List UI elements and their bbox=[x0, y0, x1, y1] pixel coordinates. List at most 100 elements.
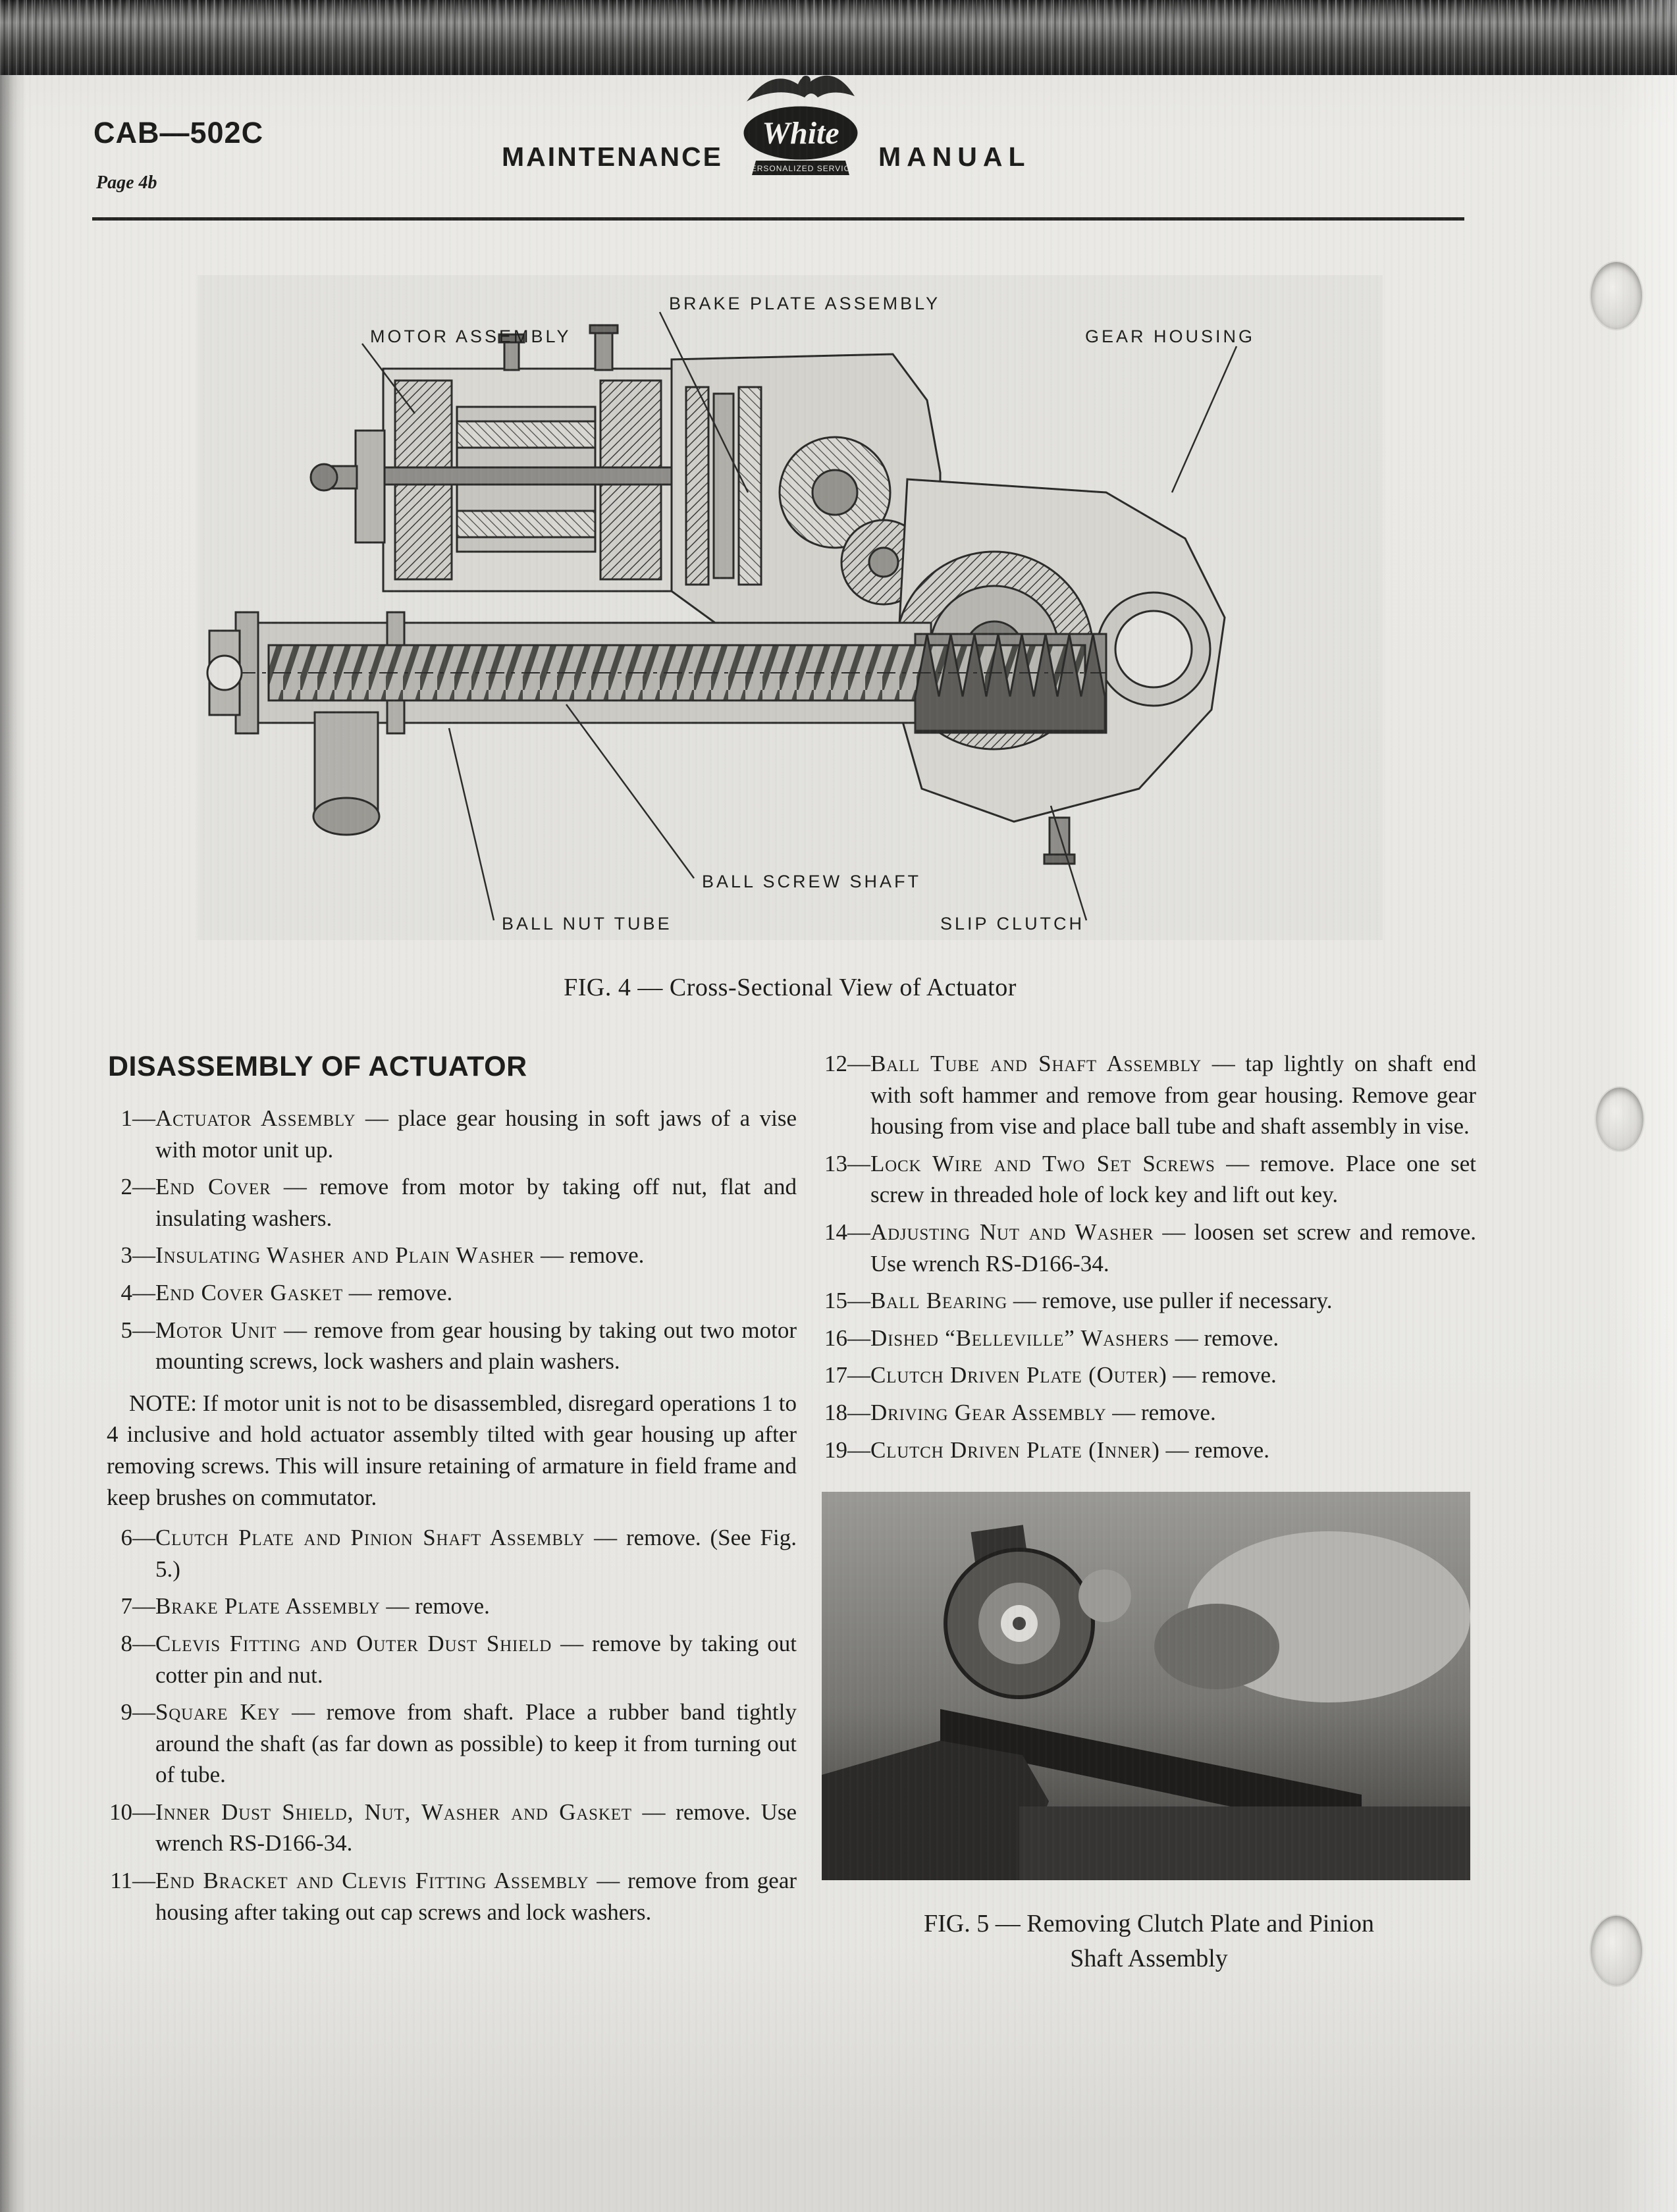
fig4-callout-motor: MOTOR ASSEMBLY bbox=[370, 327, 572, 346]
list-item-18: 18—Driving Gear Assembly — remove. bbox=[822, 1397, 1476, 1429]
item-term: Lock Wire and Two Set Screws bbox=[870, 1150, 1215, 1176]
item-text: — remove. bbox=[348, 1279, 453, 1305]
item-number: 17— bbox=[824, 1362, 870, 1388]
logo-tagline-text: PERSONALIZED SERVICE bbox=[745, 164, 857, 173]
body-columns: DISASSEMBLY OF ACTUATOR 1—Actuator Assem… bbox=[107, 1048, 1476, 1977]
item-number: 11— bbox=[110, 1868, 155, 1894]
list-item-12: 12—Ball Tube and Shaft Assembly — tap li… bbox=[822, 1048, 1476, 1142]
scan-artifact-bottom bbox=[0, 0, 1677, 75]
list-item-1: 1—Actuator Assembly — place gear housing… bbox=[107, 1103, 797, 1165]
list-item-15: 15—Ball Bearing — remove, use puller if … bbox=[822, 1285, 1476, 1317]
fig4-callout-ball-nut-tube: BALL NUT TUBE bbox=[502, 914, 672, 934]
list-item-11: 11—End Bracket and Clevis Fitting Assemb… bbox=[107, 1865, 797, 1928]
item-term: Clevis Fitting and Outer Dust Shield bbox=[155, 1630, 552, 1656]
item-term: Actuator Assembly bbox=[155, 1105, 356, 1131]
ball-nut-tube-drawing bbox=[206, 611, 1107, 836]
header-rule bbox=[92, 217, 1464, 221]
list-item-8: 8—Clevis Fitting and Outer Dust Shield —… bbox=[107, 1628, 797, 1691]
figure-5 bbox=[822, 1492, 1470, 1881]
item-term: Clutch Driven Plate (Outer) bbox=[870, 1362, 1167, 1388]
item-text: — remove by taking out cotter pin and nu… bbox=[155, 1630, 797, 1688]
left-column: DISASSEMBLY OF ACTUATOR 1—Actuator Assem… bbox=[107, 1048, 797, 1977]
item-term: Brake Plate Assembly bbox=[155, 1593, 381, 1620]
list-item-7: 7—Brake Plate Assembly — remove. bbox=[107, 1591, 797, 1622]
eagle-icon bbox=[746, 75, 855, 101]
item-number: 5— bbox=[120, 1317, 156, 1343]
item-number: 13— bbox=[824, 1150, 870, 1176]
item-term: Clutch Plate and Pinion Shaft Assembly bbox=[155, 1525, 585, 1551]
item-term: End Cover bbox=[155, 1174, 271, 1200]
item-term: Insulating Washer and Plain Washer bbox=[155, 1242, 535, 1269]
item-text: — remove from motor by taking off nut, f… bbox=[155, 1174, 797, 1231]
punch-hole-bottom bbox=[1591, 1916, 1642, 1986]
item-term: Inner Dust Shield, Nut, Washer and Gaske… bbox=[155, 1799, 632, 1825]
list-item-13: 13—Lock Wire and Two Set Screws — remove… bbox=[822, 1148, 1476, 1211]
figure-4: BRAKE PLATE ASSEMBLY MOTOR ASSEMBLY GEAR… bbox=[198, 275, 1383, 940]
actuator-cross-section bbox=[206, 311, 1238, 921]
item-text: — remove. bbox=[1173, 1362, 1277, 1388]
punch-hole-top bbox=[1591, 262, 1642, 329]
item-term: End Bracket and Clevis Fitting Assembly bbox=[155, 1868, 589, 1894]
item-number: 3— bbox=[120, 1242, 156, 1269]
item-term: Driving Gear Assembly bbox=[870, 1399, 1107, 1425]
list-item-10: 10—Inner Dust Shield, Nut, Washer and Ga… bbox=[107, 1797, 797, 1859]
item-text: — remove. bbox=[386, 1593, 490, 1620]
logo-ribbon: PERSONALIZED SERVICE bbox=[745, 161, 857, 175]
list-item-16: 16—Dished “Belleville” Washers — remove. bbox=[822, 1323, 1476, 1354]
item-text: — loosen set screw and remove. Use wrenc… bbox=[870, 1219, 1476, 1277]
list-item-17: 17—Clutch Driven Plate (Outer) — remove. bbox=[822, 1359, 1476, 1391]
item-text: — tap lightly on shaft end with soft ham… bbox=[870, 1051, 1476, 1140]
logo-brand-text: White bbox=[762, 116, 839, 151]
header-word-maintenance: MAINTENANCE bbox=[502, 142, 723, 172]
item-number: 9— bbox=[120, 1699, 156, 1725]
item-text: — remove from shaft. Place a rubber band… bbox=[155, 1699, 797, 1788]
list-item-4: 4—End Cover Gasket — remove. bbox=[107, 1277, 797, 1309]
item-number: 10— bbox=[109, 1799, 155, 1825]
fig4-callout-brake-plate: BRAKE PLATE ASSEMBLY bbox=[669, 294, 940, 313]
fig5-caption: FIG. 5 — Removing Clutch Plate and Pinio… bbox=[924, 1910, 1374, 1973]
item-text: — remove from gear housing by taking out… bbox=[155, 1317, 797, 1375]
item-number: 8— bbox=[120, 1630, 156, 1656]
white-logo: White PERSONALIZED SERVICE bbox=[741, 75, 860, 175]
white-badge: White bbox=[741, 104, 860, 162]
item-term: Dished “Belleville” Washers bbox=[870, 1325, 1169, 1351]
item-text: — remove. (See Fig. 5.) bbox=[155, 1525, 797, 1582]
list-item-5: 5—Motor Unit — remove from gear housing … bbox=[107, 1315, 797, 1377]
item-number: 1— bbox=[120, 1105, 156, 1131]
item-term: Square Key bbox=[155, 1699, 280, 1725]
item-term: End Cover Gasket bbox=[155, 1279, 344, 1305]
list-item-3: 3—Insulating Washer and Plain Washer — r… bbox=[107, 1240, 797, 1271]
item-number: 14— bbox=[824, 1219, 870, 1245]
item-term: Adjusting Nut and Washer bbox=[870, 1219, 1154, 1245]
item-text: — remove. bbox=[1175, 1325, 1279, 1351]
item-number: 16— bbox=[824, 1325, 870, 1351]
right-column: 12—Ball Tube and Shaft Assembly — tap li… bbox=[822, 1048, 1476, 1977]
item-number: 6— bbox=[120, 1525, 156, 1551]
note-paragraph: NOTE: If motor unit is not to be disasse… bbox=[107, 1390, 797, 1510]
item-number: 12— bbox=[824, 1051, 870, 1076]
item-term: Clutch Driven Plate (Inner) bbox=[870, 1436, 1160, 1463]
fig4-callout-ball-screw-shaft: BALL SCREW SHAFT bbox=[702, 872, 921, 891]
fig5-photo bbox=[822, 1492, 1470, 1881]
list-item-6: 6—Clutch Plate and Pinion Shaft Assembly… bbox=[107, 1522, 797, 1585]
fig4-caption: FIG. 4 — Cross-Sectional View of Actuato… bbox=[564, 974, 1017, 1001]
item-text: — remove. Place one set screw in threade… bbox=[870, 1150, 1477, 1208]
item-number: 19— bbox=[824, 1436, 870, 1463]
item-text: — remove. bbox=[540, 1242, 645, 1269]
list-item-9: 9—Square Key — remove from shaft. Place … bbox=[107, 1697, 797, 1791]
fig4-callout-slip-clutch: SLIP CLUTCH bbox=[940, 914, 1084, 934]
item-text: — remove. Use wrench RS-D166-34. bbox=[155, 1799, 797, 1856]
item-term: Motor Unit bbox=[155, 1317, 277, 1343]
item-text: — place gear housing in soft jaws of a v… bbox=[155, 1105, 797, 1163]
item-number: 15— bbox=[824, 1288, 870, 1314]
callout-leader-lines bbox=[361, 311, 1238, 921]
punch-hole-middle bbox=[1596, 1088, 1643, 1151]
item-number: 7— bbox=[120, 1593, 156, 1620]
list-item-19: 19—Clutch Driven Plate (Inner) — remove. bbox=[822, 1435, 1476, 1466]
header: MAINTENANCE White PERSONALIZED SERVICE M… bbox=[502, 63, 1031, 179]
page-number-label: Page 4b bbox=[96, 172, 157, 193]
item-text: — remove. bbox=[1165, 1436, 1269, 1463]
header-word-manual: MANUAL bbox=[878, 142, 1031, 172]
section-title: DISASSEMBLY OF ACTUATOR bbox=[108, 1051, 527, 1082]
